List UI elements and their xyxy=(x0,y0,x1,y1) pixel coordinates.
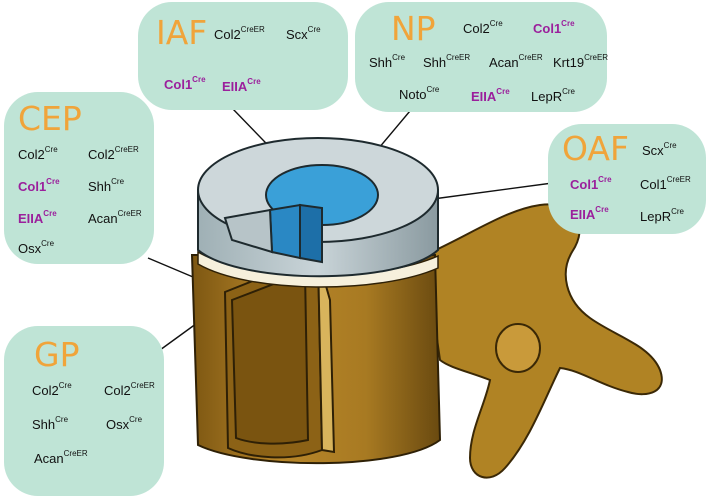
cep-callout: CEP Col2Cre Col2CreER Col1Cre ShhCre EII… xyxy=(4,92,154,264)
marker-label: Col1Cre xyxy=(18,177,60,194)
marker-label: Krt19CreER xyxy=(553,53,609,70)
marker-label: Col2Cre xyxy=(18,145,58,162)
np-callout: NP Col2Cre Col1Cre ShhCre ShhCreER AcanC… xyxy=(355,2,609,112)
marker-label: Col1Cre xyxy=(570,175,612,192)
iaf-callout: IAF Col2CreER ScxCre Col1Cre EIIACre xyxy=(138,2,348,110)
marker-label: ScxCre xyxy=(642,141,677,158)
marker-label: Col2Cre xyxy=(32,381,72,398)
marker-label: EIIACre xyxy=(471,87,510,104)
marker-label: Col2CreER xyxy=(214,25,265,42)
intervertebral-disc xyxy=(197,137,439,278)
marker-label: Col1Cre xyxy=(533,19,575,36)
marker-label: ShhCre xyxy=(32,415,69,432)
marker-label: OsxCre xyxy=(18,239,55,256)
marker-label: Col2CreER xyxy=(104,381,155,398)
marker-label: Col1CreER xyxy=(640,175,691,192)
vertebral-process xyxy=(423,203,663,479)
marker-label: LepRCre xyxy=(640,207,684,224)
marker-label: NotoCre xyxy=(399,85,440,102)
vertebral-body xyxy=(190,253,442,465)
region-title: IAF xyxy=(156,13,208,52)
marker-label: ScxCre xyxy=(286,25,321,42)
region-title: NP xyxy=(391,9,436,48)
marker-label: Col1Cre xyxy=(164,75,206,92)
gp-callout: GP Col2Cre Col2CreER ShhCre OsxCre AcanC… xyxy=(4,326,164,496)
marker-label: AcanCreER xyxy=(34,449,88,466)
region-title: OAF xyxy=(562,129,629,168)
marker-label: Col2Cre xyxy=(463,19,503,36)
marker-label: ShhCreER xyxy=(423,53,471,70)
marker-label: LepRCre xyxy=(531,87,575,104)
marker-label: EIIACre xyxy=(570,205,609,222)
marker-label: EIIACre xyxy=(222,77,261,94)
marker-label: ShhCre xyxy=(369,53,406,70)
marker-label: AcanCreER xyxy=(88,209,142,226)
marker-label: ShhCre xyxy=(88,177,125,194)
marker-label: Col2CreER xyxy=(88,145,139,162)
region-title: GP xyxy=(34,335,80,374)
marker-label: EIIACre xyxy=(18,209,57,226)
marker-label: AcanCreER xyxy=(489,53,543,70)
region-title: CEP xyxy=(18,99,82,138)
oaf-callout: OAF ScxCre Col1Cre Col1CreER EIIACre Lep… xyxy=(548,124,706,234)
marker-label: OsxCre xyxy=(106,415,143,432)
